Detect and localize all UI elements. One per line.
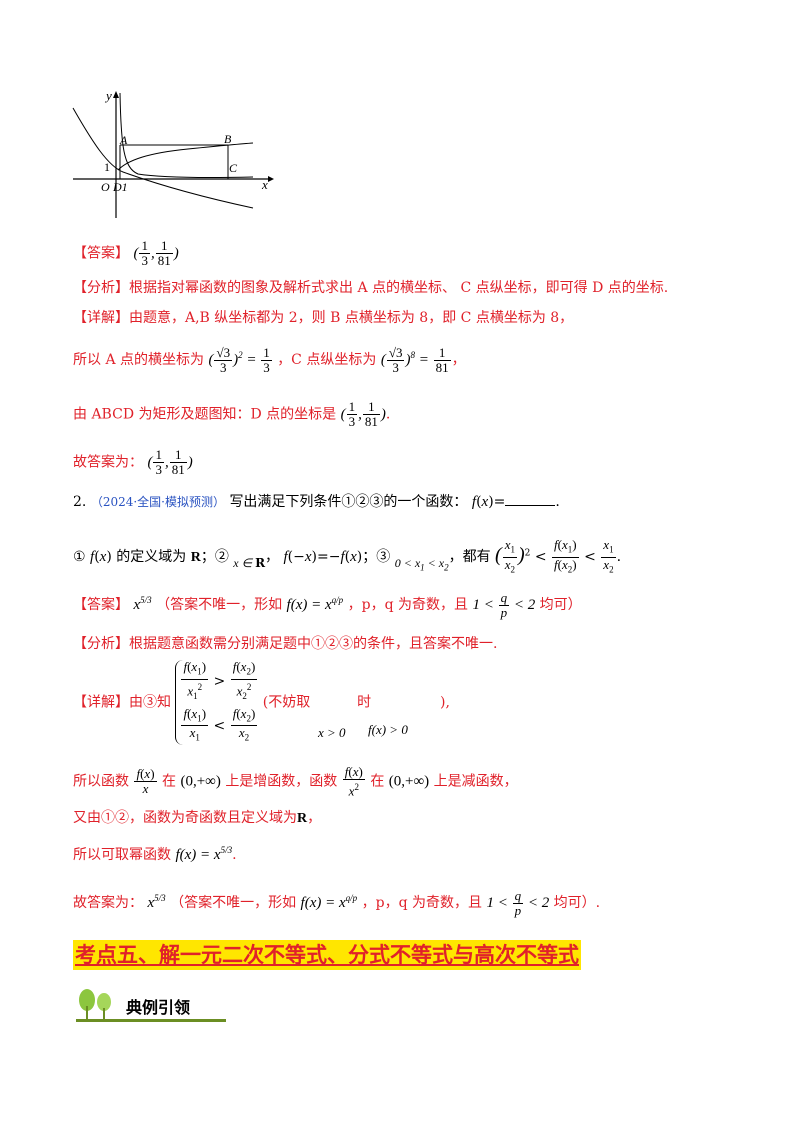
point-b-label: B: [224, 132, 232, 146]
axis-x-label: x: [261, 177, 268, 192]
axis-y-label: y: [104, 88, 112, 103]
q2-stem: 2. （2024·全国·模拟预测） 写出满足下列条件①②③的一个函数： f(x)…: [73, 494, 560, 510]
d1-label: D1: [112, 180, 128, 194]
q2-analysis-line: 【分析】根据题意函数需分别满足题中①②③的条件，且答案不唯一.: [73, 636, 498, 652]
q2-conditions: ① f(x) 的定义域为 R；② x ∈ R， f(−x)=−f(x)；③ 0 …: [73, 537, 622, 575]
q1-analysis-line: 【分析】根据指对幂函数的图象及解析式求出 A 点的横坐标、 C 点纵坐标，即可得…: [73, 280, 669, 296]
q2-line3: 所以可取幂函数 f(x) = x5/3.: [73, 845, 237, 863]
point-a-label: A: [119, 133, 128, 147]
exponential-graph: y x A B C O D1 1: [72, 88, 274, 218]
q2-detail-line: 【详解】由③知 f(x1)x12 > f(x2)x22 f(x1)x1 < f(…: [73, 659, 450, 745]
tree-icon: [79, 989, 111, 1020]
q2-answer-line: 【答案】 x5/3 （答案不唯一，形如 f(x) = xq/p ，p，q 为奇数…: [73, 589, 582, 620]
cond-x: x > 0: [318, 725, 346, 740]
q2-final: 故答案为： x5/3 （答案不唯一，形如 f(x) = xq/p ，p，q 为奇…: [73, 887, 601, 918]
origin-label: O: [101, 180, 110, 194]
one-label: 1: [104, 160, 110, 174]
q2-line1: 所以函数 f(x)x 在 (0,+∞) 上是增函数，函数 f(x)x2 在 (0…: [73, 764, 518, 799]
answer-tag: 【答案】: [73, 245, 129, 262]
q2-line2: 又由①②，函数为奇函数且定义域为R，: [73, 810, 322, 826]
section-heading: 考点五、解一元二次不等式、分式不等式与高次不等式: [73, 940, 581, 970]
point-c-label: C: [229, 161, 238, 175]
sub-heading: 典例引领: [76, 988, 226, 1024]
q1-detail-line: 【详解】由题意，A,B 纵坐标都为 2，则 B 点横坐标为 8，即 C 点横坐标…: [73, 310, 574, 326]
cond-f: f(x) > 0: [368, 722, 408, 737]
q2-source: （2024·全国·模拟预测）: [90, 495, 225, 509]
